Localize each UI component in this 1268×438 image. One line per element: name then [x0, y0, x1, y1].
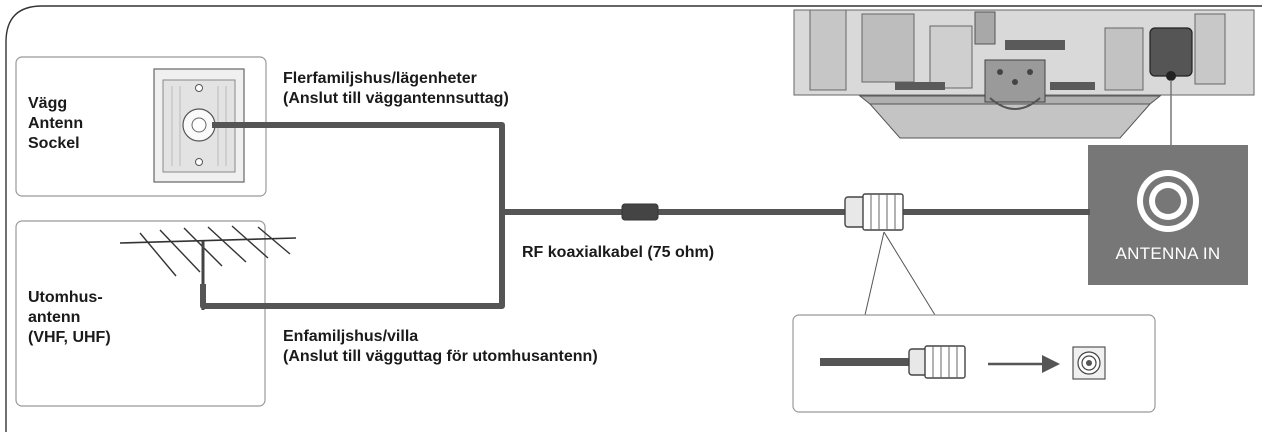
- antenna-in-panel: [1088, 145, 1248, 285]
- multi-family-label: Flerfamiljshus/lägenheter (Anslut till v…: [283, 69, 509, 109]
- callout-line-right: [883, 231, 936, 316]
- single-family-label: Enfamiljshus/villa (Anslut till väggutta…: [283, 327, 598, 367]
- cable-wall: [212, 122, 505, 212]
- outdoor-antenna-label: Utomhus- antenn (VHF, UHF): [28, 288, 111, 348]
- wall-socket-label-line: Sockel: [28, 135, 80, 152]
- rf-cable-label: RF koaxialkabel (75 ohm): [522, 244, 715, 261]
- multi-family-instruction: (Anslut till väggantennsuttag): [283, 90, 509, 107]
- cable-ferrite: [621, 203, 659, 221]
- tv-stand: [858, 59, 1162, 139]
- cable-outdoor: [200, 212, 505, 309]
- callout-line-left: [864, 231, 885, 316]
- detail-box: [792, 314, 1156, 413]
- multi-family-title: Flerfamiljshus/lägenheter: [283, 70, 477, 87]
- wall-socket-label-line: Antenn: [28, 115, 84, 132]
- f-connector-plug: [844, 193, 904, 231]
- outdoor-antenna-box: [15, 220, 297, 407]
- single-family-instruction: (Anslut till vägguttag för utomhusantenn…: [283, 348, 598, 365]
- wall-socket-label: Vägg Antenn Sockel: [28, 94, 83, 154]
- outdoor-antenna-label-line: Utomhus-: [28, 289, 103, 306]
- single-family-title: Enfamiljshus/villa: [283, 328, 419, 345]
- antenna-in-label: ANTENNA IN: [1115, 244, 1221, 263]
- wall-socket-label-line: Vägg: [28, 95, 68, 112]
- outdoor-antenna-label-line: antenn: [28, 309, 81, 326]
- outdoor-antenna-label-line: (VHF, UHF): [28, 329, 111, 346]
- outer-frame: [5, 5, 1262, 432]
